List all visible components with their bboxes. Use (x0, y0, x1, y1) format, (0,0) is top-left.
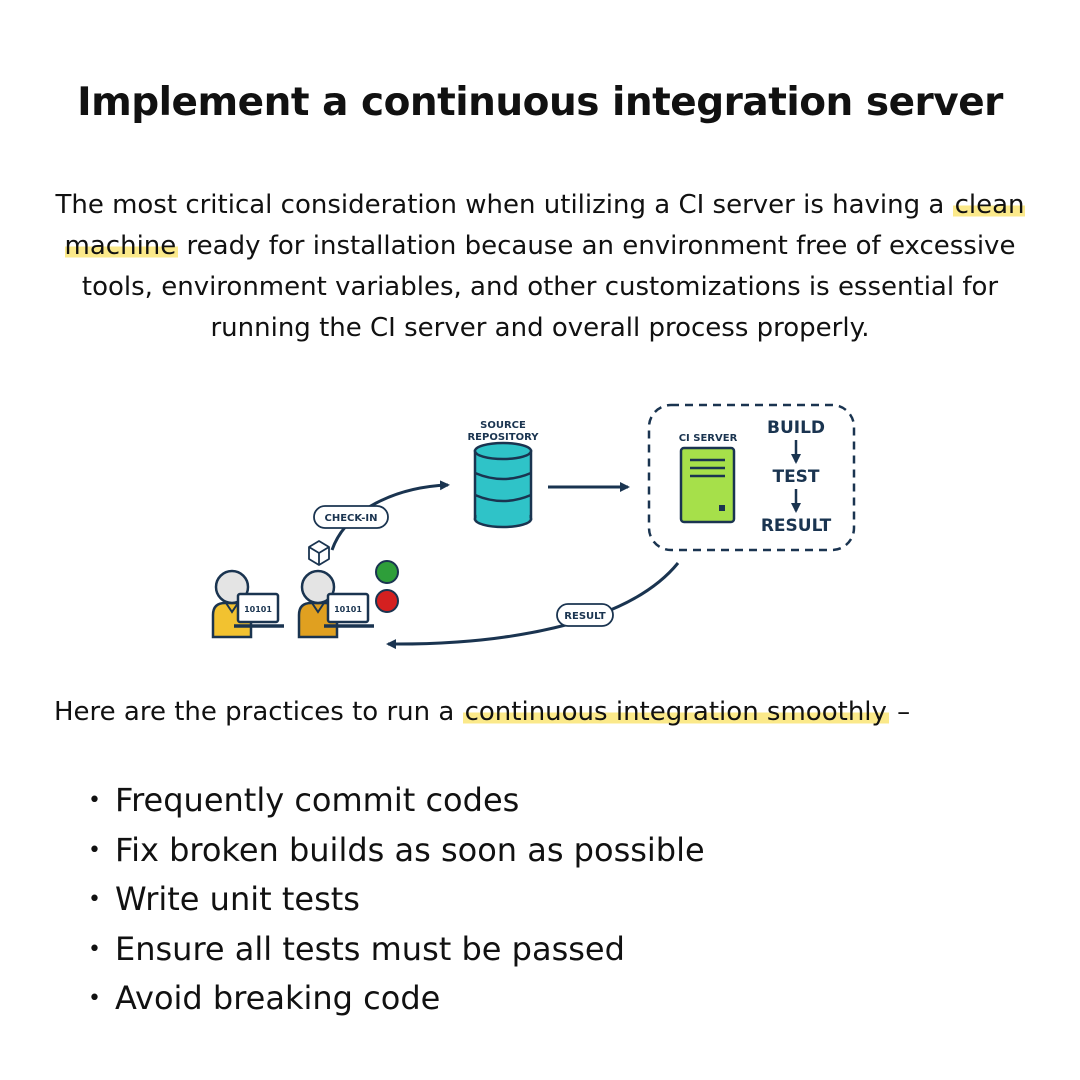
check-in-arrow (330, 480, 450, 551)
test-step-label: TEST (772, 467, 819, 487)
list-item: Frequently commit codes (88, 776, 705, 826)
practices-intro-highlight: continuous integration smoothly (462, 697, 889, 727)
page-title: Implement a continuous integration serve… (77, 80, 1003, 125)
source-repository-label-line1: SOURCE (480, 420, 526, 431)
list-item: Write unit tests (88, 875, 705, 925)
result-feedback-arrow (386, 562, 680, 650)
developer-1-icon (211, 569, 284, 639)
ci-server-box (647, 403, 856, 552)
list-item: Fix broken builds as soon as possible (88, 826, 705, 876)
intro-paragraph: The most critical consideration when uti… (40, 185, 1040, 349)
result-step-label: RESULT (761, 516, 832, 536)
developer-1-screen-code: 10101 (244, 605, 272, 614)
check-in-pill (313, 505, 389, 529)
list-item: Ensure all tests must be passed (88, 925, 705, 975)
server-icon (679, 446, 736, 524)
build-step-label: BUILD (767, 418, 825, 438)
developer-2-icon (297, 569, 374, 639)
status-light-green (375, 560, 399, 584)
ci-server-label: CI SERVER (679, 433, 738, 444)
status-light-red (375, 589, 399, 613)
list-item: Avoid breaking code (88, 974, 705, 1024)
practices-intro: Here are the practices to run a continuo… (54, 692, 1054, 732)
practices-intro-after: – (897, 697, 911, 727)
package-icon (308, 540, 330, 566)
database-icon (473, 441, 533, 529)
intro-text-before: The most critical consideration when uti… (55, 190, 945, 220)
developer-2-screen-code: 10101 (334, 605, 362, 614)
result-feedback-pill (556, 603, 614, 627)
source-repository-label-line2: REPOSITORY (467, 432, 539, 443)
practices-list: Frequently commit codes Fix broken build… (88, 776, 705, 1024)
intro-text-after: ready for installation because an enviro… (81, 231, 1016, 343)
ci-diagram: SOURCE REPOSITORY CI SERVER BUILD TEST R… (211, 403, 856, 650)
practices-intro-before: Here are the practices to run a (54, 697, 455, 727)
result-feedback-label: RESULT (564, 611, 606, 622)
check-in-label: CHECK-IN (325, 513, 378, 524)
